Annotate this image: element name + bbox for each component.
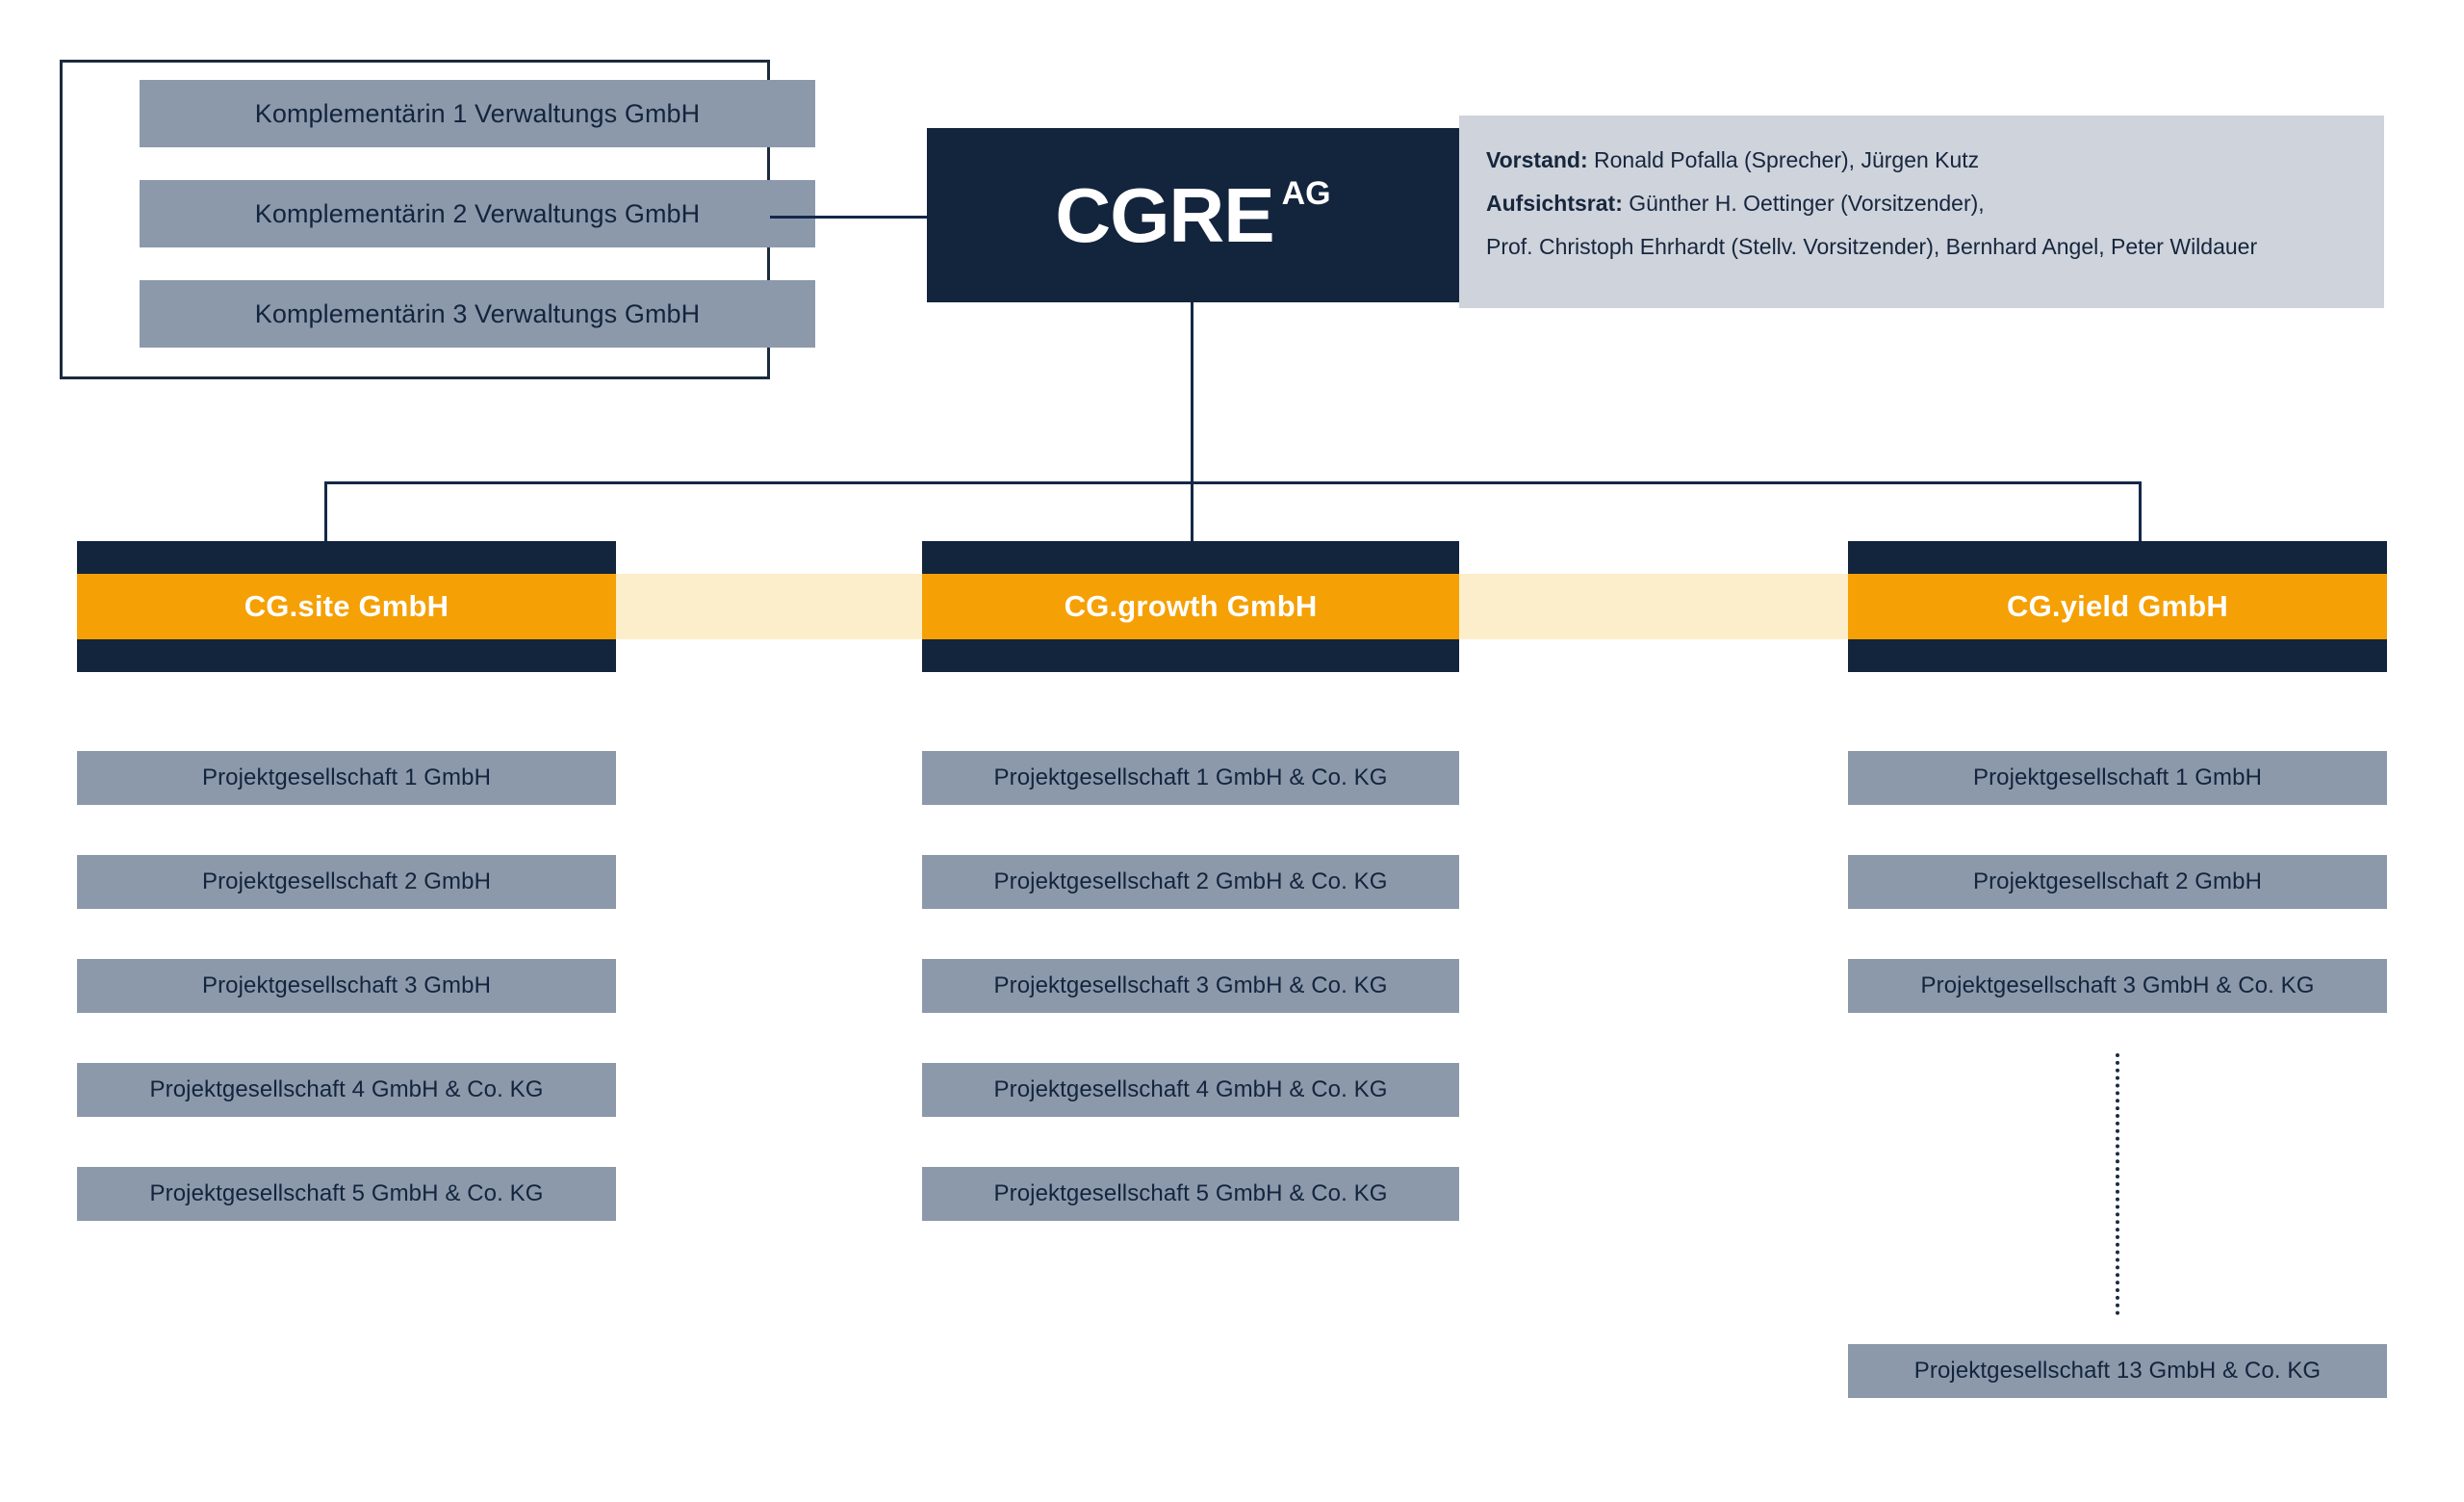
project-box-site-3[interactable]: Projektgesellschaft 3 GmbH xyxy=(77,959,616,1013)
project-box-growth-4[interactable]: Projektgesellschaft 4 GmbH & Co. KG xyxy=(922,1063,1459,1117)
project-label-site-1: Projektgesellschaft 1 GmbH xyxy=(201,764,492,790)
cream-connector-site-growth xyxy=(616,574,934,639)
division-band-top-cg-site xyxy=(77,541,616,574)
project-label-site-4: Projektgesellschaft 4 GmbH & Co. KG xyxy=(149,1076,544,1102)
project-label-site-3: Projektgesellschaft 3 GmbH xyxy=(201,972,492,998)
project-label-yield-3: Projektgesellschaft 3 GmbH & Co. KG xyxy=(1920,972,2315,998)
project-box-site-5[interactable]: Projektgesellschaft 5 GmbH & Co. KG xyxy=(77,1167,616,1221)
project-box-yield-3[interactable]: Projektgesellschaft 3 GmbH & Co. KG xyxy=(1848,959,2387,1013)
division-band-top-cg-growth xyxy=(922,541,1459,574)
project-box-yield-13[interactable]: Projektgesellschaft 13 GmbH & Co. KG xyxy=(1848,1344,2387,1398)
division-band-bottom-cg-yield xyxy=(1848,639,2387,672)
aufsichtsrat-members-part-2: Prof. Christoph Ehrhardt (Stellv. Vorsit… xyxy=(1486,233,2258,259)
aufsichtsrat-line-1: Aufsichtsrat: Günther H. Oettinger (Vors… xyxy=(1486,182,2357,225)
project-label-yield-2: Projektgesellschaft 2 GmbH xyxy=(1972,868,2263,894)
komplementaerin-label-2: Komplementärin 2 Verwaltungs GmbH xyxy=(254,198,701,228)
aufsichtsrat-line-2: Prof. Christoph Ehrhardt (Stellv. Vorsit… xyxy=(1486,225,2357,269)
komplementaerin-group-frame: Komplementärin 1 Verwaltungs GmbH Komple… xyxy=(60,60,815,379)
komplementaerin-label-1: Komplementärin 1 Verwaltungs GmbH xyxy=(254,98,701,128)
connector-parent-dropline xyxy=(1191,302,1194,541)
project-box-site-2[interactable]: Projektgesellschaft 2 GmbH xyxy=(77,855,616,909)
komplementaerin-label-3: Komplementärin 3 Verwaltungs GmbH xyxy=(254,298,701,328)
project-label-site-5: Projektgesellschaft 5 GmbH & Co. KG xyxy=(149,1180,544,1206)
project-box-growth-1[interactable]: Projektgesellschaft 1 GmbH & Co. KG xyxy=(922,751,1459,805)
division-title-band-cg-yield: CG.yield GmbH xyxy=(1848,574,2387,639)
cream-connector-growth-yield xyxy=(1449,574,1858,639)
continuation-dotted-line-yield xyxy=(2116,1053,2119,1315)
connector-riser-cg-yield xyxy=(2139,481,2142,541)
project-label-growth-1: Projektgesellschaft 1 GmbH & Co. KG xyxy=(993,764,1388,790)
project-box-growth-3[interactable]: Projektgesellschaft 3 GmbH & Co. KG xyxy=(922,959,1459,1013)
project-box-yield-2[interactable]: Projektgesellschaft 2 GmbH xyxy=(1848,855,2387,909)
vorstand-label: Vorstand: xyxy=(1486,147,1588,172)
division-name-cg-yield: CG.yield GmbH xyxy=(2007,589,2228,623)
division-title-band-cg-site: CG.site GmbH xyxy=(77,574,616,639)
komplementaerin-box-2[interactable]: Komplementärin 2 Verwaltungs GmbH xyxy=(140,180,815,247)
vorstand-line: Vorstand: Ronald Pofalla (Sprecher), Jür… xyxy=(1486,139,2357,182)
division-title-band-cg-growth: CG.growth GmbH xyxy=(922,574,1459,639)
project-label-site-2: Projektgesellschaft 2 GmbH xyxy=(201,868,492,894)
project-label-growth-3: Projektgesellschaft 3 GmbH & Co. KG xyxy=(993,972,1388,998)
board-info-panel: Vorstand: Ronald Pofalla (Sprecher), Jür… xyxy=(1459,116,2384,308)
project-label-growth-4: Projektgesellschaft 4 GmbH & Co. KG xyxy=(993,1076,1388,1102)
parent-company-name: CGRE xyxy=(1055,171,1274,258)
project-box-growth-2[interactable]: Projektgesellschaft 2 GmbH & Co. KG xyxy=(922,855,1459,909)
project-box-yield-1[interactable]: Projektgesellschaft 1 GmbH xyxy=(1848,751,2387,805)
division-header-cg-growth[interactable]: CG.growth GmbH xyxy=(922,541,1459,672)
connector-komplementaerin-to-parent xyxy=(770,216,927,219)
komplementaerin-box-3[interactable]: Komplementärin 3 Verwaltungs GmbH xyxy=(140,280,815,348)
komplementaerin-box-1[interactable]: Komplementärin 1 Verwaltungs GmbH xyxy=(140,80,815,147)
project-label-yield-13: Projektgesellschaft 13 GmbH & Co. KG xyxy=(1913,1358,2322,1384)
division-name-cg-growth: CG.growth GmbH xyxy=(1064,589,1318,623)
division-band-bottom-cg-site xyxy=(77,639,616,672)
parent-company-legal-form: AG xyxy=(1281,175,1331,212)
division-name-cg-site: CG.site GmbH xyxy=(244,589,449,623)
connector-distribution-bar xyxy=(324,481,2142,484)
division-header-cg-site[interactable]: CG.site GmbH xyxy=(77,541,616,672)
division-header-cg-yield[interactable]: CG.yield GmbH xyxy=(1848,541,2387,672)
project-box-site-1[interactable]: Projektgesellschaft 1 GmbH xyxy=(77,751,616,805)
project-label-yield-1: Projektgesellschaft 1 GmbH xyxy=(1972,764,2263,790)
connector-riser-cg-site xyxy=(324,481,327,541)
project-box-site-4[interactable]: Projektgesellschaft 4 GmbH & Co. KG xyxy=(77,1063,616,1117)
division-band-top-cg-yield xyxy=(1848,541,2387,574)
aufsichtsrat-label: Aufsichtsrat: xyxy=(1486,190,1623,216)
vorstand-members: Ronald Pofalla (Sprecher), Jürgen Kutz xyxy=(1587,147,1980,172)
parent-company-box[interactable]: CGRE AG xyxy=(927,128,1459,302)
project-box-growth-5[interactable]: Projektgesellschaft 5 GmbH & Co. KG xyxy=(922,1167,1459,1221)
project-label-growth-5: Projektgesellschaft 5 GmbH & Co. KG xyxy=(993,1180,1388,1206)
division-band-bottom-cg-growth xyxy=(922,639,1459,672)
aufsichtsrat-members-part-1: Günther H. Oettinger (Vorsitzender), xyxy=(1622,190,1985,216)
project-label-growth-2: Projektgesellschaft 2 GmbH & Co. KG xyxy=(993,868,1388,894)
